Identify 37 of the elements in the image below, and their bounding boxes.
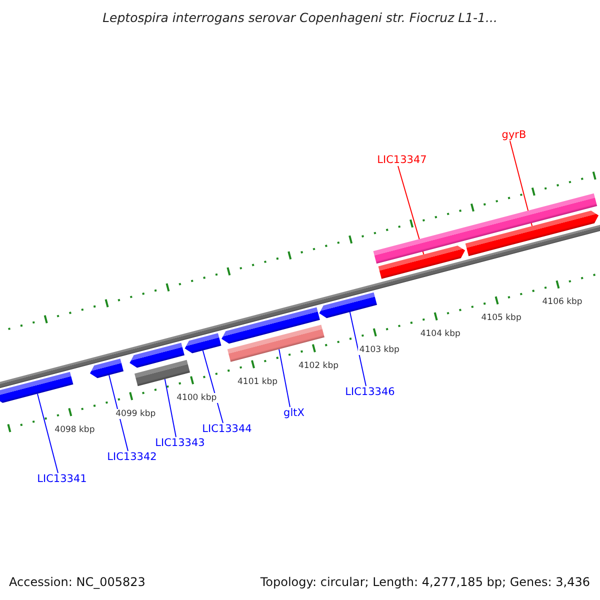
scale-label: 4106 kbp [541,296,584,307]
scale-label: 4102 kbp [297,360,340,371]
gene-feature [378,246,466,279]
gene-bar [227,324,324,362]
leader-line [36,393,58,474]
gene-feature [184,333,222,354]
gene-feature [130,342,184,368]
gene-label: LIC13346 [345,386,395,398]
gene-bar [134,360,190,386]
title: Leptospira interrogans serovar Copenhageni str. Fiocruz L1-1... [102,10,498,25]
scale-label: 4103 kbp [358,344,400,355]
gene-label: LIC13344 [202,423,252,435]
gene-label: LIC13341 [37,473,87,485]
scale-label: 4105 kbp [480,312,522,323]
leader-line [108,374,128,452]
gene-feature [0,372,74,403]
gene-label: gyrB [502,129,526,141]
gene-label: LIC13343 [155,437,205,449]
leader-line [510,140,533,227]
scale-label: 4099 kbp [114,408,157,419]
gene-label: LIC13342 [107,451,157,463]
gene-feature [319,292,377,318]
gene-feature [222,307,320,344]
scale-label: 4101 kbp [236,376,279,387]
scale-label: 4098 kbp [54,424,96,435]
gene-label: LIC13347 [377,154,427,166]
gene-feature [90,358,124,378]
scale-label: 4104 kbp [419,328,462,339]
leader-line [398,166,424,255]
gene-feature [465,210,599,256]
leader-line [349,312,366,386]
scale-label: 4100 kbp [176,392,218,403]
leader-line [164,378,176,438]
leader-line [202,350,224,424]
accession-text: Accession: NC_005823 [9,575,146,589]
gene-label: gltX [284,407,304,419]
topology-text: Topology: circular; Length: 4,277,185 bp; Genes: 3,436 [260,575,590,589]
